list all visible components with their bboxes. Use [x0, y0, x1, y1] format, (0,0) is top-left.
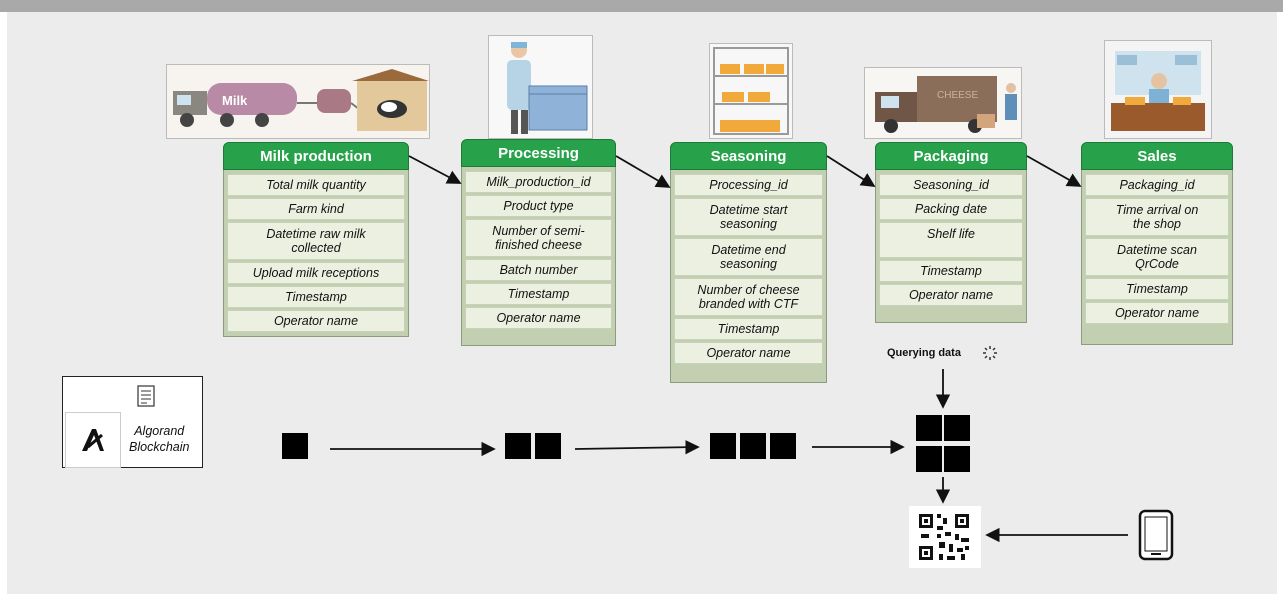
field-item: Timestamp — [465, 283, 612, 305]
field-item: Number of semi-finished cheese — [465, 219, 612, 257]
stage-fields: Packaging_id Time arrival on the shop Da… — [1081, 170, 1233, 345]
smartphone-icon — [1138, 509, 1174, 561]
block — [770, 433, 796, 459]
field-item: Datetime raw milk collected — [227, 222, 405, 260]
truck-cargo-label: CHEESE — [937, 90, 978, 101]
stage-milk-production: Milk production Total milk quantity Farm… — [223, 142, 409, 337]
field-item: Datetime end seasoning — [674, 238, 823, 276]
field-item: Upload milk receptions — [227, 262, 405, 284]
legend-line-2: Blockchain — [129, 440, 190, 454]
field-item: Time arrival on the shop — [1085, 198, 1229, 236]
field-item: Operator name — [1085, 302, 1229, 324]
field-item: Timestamp — [879, 260, 1023, 282]
field-item: Total milk quantity — [227, 174, 405, 196]
arrow-packaging-to-sales — [1026, 155, 1082, 187]
loading-spinner-icon — [983, 346, 997, 360]
worker-vat-icon — [489, 36, 592, 138]
milk-truck-icon: Milk — [167, 65, 429, 138]
shop-counter-icon — [1105, 41, 1211, 138]
milk-truck-illustration: Milk — [166, 64, 430, 139]
stage-header: Processing — [461, 139, 616, 167]
field-item: Operator name — [227, 310, 405, 332]
processing-illustration — [488, 35, 593, 139]
algorand-logo-icon — [65, 412, 121, 468]
stage-processing: Processing Milk_production_id Product ty… — [461, 139, 616, 346]
stage-fields: Total milk quantity Farm kind Datetime r… — [223, 170, 409, 337]
arrow-processing-to-seasoning — [615, 155, 671, 188]
block — [916, 415, 942, 441]
field-item: Shelf life — [879, 222, 1023, 258]
sales-illustration — [1104, 40, 1212, 139]
stage-fields: Milk_production_id Product type Number o… — [461, 167, 616, 346]
field-item: Timestamp — [674, 318, 823, 340]
block — [944, 446, 970, 472]
packaging-illustration: CHEESE — [864, 67, 1022, 139]
block — [916, 446, 942, 472]
delivery-truck-icon: CHEESE — [865, 68, 1021, 138]
stage-fields: Seasoning_id Packing date Shelf life Tim… — [875, 170, 1027, 323]
blockchain-legend: Algorand Blockchain — [62, 376, 203, 468]
legend-line-1: Algorand — [134, 424, 185, 438]
field-item: Operator name — [465, 307, 612, 329]
stage-seasoning: Seasoning Processing_id Datetime start s… — [670, 142, 827, 383]
legend-label: Algorand Blockchain — [129, 423, 189, 455]
field-item: Batch number — [465, 259, 612, 281]
block — [740, 433, 766, 459]
field-item: Datetime scan QrCode — [1085, 238, 1229, 276]
field-item: Packing date — [879, 198, 1023, 220]
document-icon — [137, 385, 155, 407]
seasoning-illustration — [709, 43, 793, 139]
stage-packaging: Packaging Seasoning_id Packing date Shel… — [875, 142, 1027, 323]
block — [944, 415, 970, 441]
querying-data-label: Querying data — [887, 347, 961, 359]
arrow-seasoning-to-packaging — [826, 155, 876, 187]
field-item: Packaging_id — [1085, 174, 1229, 196]
field-item: Farm kind — [227, 198, 405, 220]
field-item: Processing_id — [674, 174, 823, 196]
milk-truck-label: Milk — [222, 93, 248, 108]
field-item: Number of cheese branded with CTF — [674, 278, 823, 316]
stage-sales: Sales Packaging_id Time arrival on the s… — [1081, 142, 1233, 345]
field-item: Timestamp — [1085, 278, 1229, 300]
field-item: Product type — [465, 195, 612, 217]
block — [535, 433, 561, 459]
stage-header: Sales — [1081, 142, 1233, 170]
stage-fields: Processing_id Datetime start seasoning D… — [670, 170, 827, 383]
stage-header: Seasoning — [670, 142, 827, 170]
block — [505, 433, 531, 459]
field-item: Datetime start seasoning — [674, 198, 823, 236]
block — [282, 433, 308, 459]
arrow-milk-to-processing — [408, 155, 462, 184]
field-item: Timestamp — [227, 286, 405, 308]
field-item: Operator name — [674, 342, 823, 364]
field-item: Milk_production_id — [465, 171, 612, 193]
field-item: Seasoning_id — [879, 174, 1023, 196]
qr-code-icon — [909, 506, 981, 568]
stage-header: Packaging — [875, 142, 1027, 170]
cheese-shelf-icon — [710, 44, 792, 138]
stage-header: Milk production — [223, 142, 409, 170]
block — [710, 433, 736, 459]
top-bar — [0, 0, 1283, 12]
arrow-block-2-to-3 — [574, 440, 700, 455]
field-item: Operator name — [879, 284, 1023, 306]
